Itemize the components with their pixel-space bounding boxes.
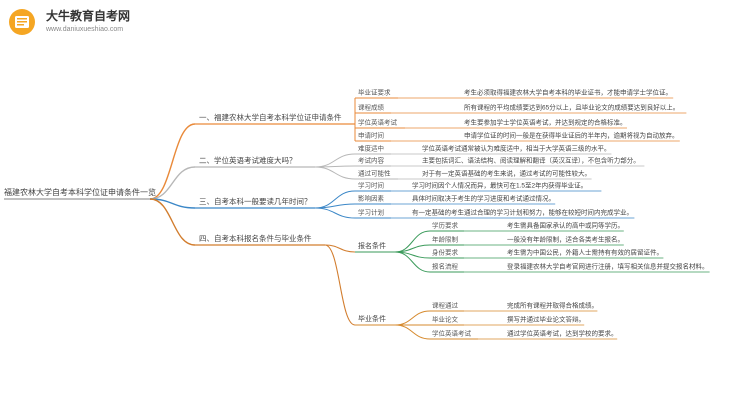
site-url[interactable]: www.daniuxueshiao.com (46, 26, 124, 33)
connector-line (314, 203, 356, 209)
leaf-note: 主要包括词汇、语法结构、阅读理解和翻译（英汉互译），不包含听力部分。 (422, 156, 640, 165)
leaf-label: 学习计划 (358, 208, 384, 217)
leaf-note: 撰写并通过毕业论文答辩。 (507, 315, 585, 324)
leaf-label: 课程成绩 (358, 103, 385, 112)
connector-line (394, 310, 431, 326)
branch-node: 三、自考本科一般要读几年时间？ (199, 196, 312, 206)
connector-line (324, 244, 356, 253)
branch-node: 四、自考本科报名条件与毕业条件 (199, 233, 312, 243)
sub-branch-node: 报名条件 (358, 241, 386, 250)
leaf-note: 考生必须取得福建农林大学自考本科的毕业证书，才能申请学士学位证。 (464, 88, 672, 97)
leaf-note: 完成所有课程并取得合格成绩。 (507, 301, 598, 310)
leaf-note: 申请学位证的时间一般是在获得毕业证后的半年内，逾期将视为自动放弃。 (464, 131, 679, 140)
leaf-note: 具体时间取决于考生的学习进度和考试通过情况。 (412, 194, 555, 203)
leaf-label: 毕业论文 (432, 315, 459, 324)
connector-line (314, 153, 356, 168)
connector-line (314, 207, 356, 219)
book-logo-icon (9, 9, 35, 35)
leaf-label: 身份要求 (432, 248, 459, 257)
connector-line (314, 190, 356, 209)
leaf-note: 通过学位英语考试，达到学校的要求。 (507, 329, 618, 338)
connector-line (149, 166, 196, 200)
leaf-note: 一般没有年龄限制，适合各类考生报名。 (507, 235, 624, 244)
site-name[interactable]: 大牛教育自考网 (46, 9, 131, 23)
connector-line (394, 324, 431, 340)
leaf-label: 考试内容 (358, 156, 385, 165)
leaf-label: 课程通过 (432, 301, 459, 310)
leaf-label: 毕业证要求 (358, 88, 391, 97)
connector-line (149, 198, 196, 246)
connector-line (394, 251, 431, 273)
leaf-note: 考生需为中国公民，外籍人士需持有有效的居留证件。 (507, 248, 663, 257)
leaf-label: 学位英语考试 (358, 118, 398, 127)
root-node: 福建农林大学自考本科学位证申请条件一览 (4, 187, 156, 197)
site-header: 大牛教育自考网 www.daniuxueshiao.com (0, 0, 750, 46)
leaf-label: 年龄限制 (432, 235, 459, 244)
leaf-label: 通过可能性 (358, 169, 391, 178)
leaf-label: 学习时间 (358, 181, 384, 190)
connector-line (314, 166, 356, 180)
leaf-note: 学习时间因个人情况而异，最快可在1.5至2年内获得毕业证。 (412, 181, 587, 190)
leaf-note: 考生需具备国家承认的高中或同等学历。 (507, 221, 624, 230)
leaf-note: 有一定基础的考生通过合理的学习计划和努力，能够在较短时间内完成学业。 (412, 208, 633, 217)
leaf-label: 报名流程 (432, 262, 459, 271)
leaf-note: 对于有一定英语基础的考生来说，通过考试的可能性较大。 (422, 169, 591, 178)
connector-line (149, 123, 196, 200)
leaf-note: 考生要参加学士学位英语考试，并达到规定的合格标准。 (464, 118, 627, 127)
leaf-note: 学位英语考试通常被认为难度适中，相当于大学英语三级的水平。 (422, 144, 611, 153)
leaf-label: 申请时间 (358, 131, 384, 140)
leaf-label: 学位英语考试 (432, 329, 472, 338)
leaf-note: 所有课程的平均成绩要达到65分以上，且毕业论文的成绩要达到良好以上。 (464, 103, 679, 112)
leaf-note: 登录福建农林大学自考官网进行注册，填写相关信息并提交报名材料。 (507, 262, 709, 271)
branch-node: 一、福建农林大学自考本科学位证申请条件 (199, 112, 342, 122)
branch-node: 二、学位英语考试难度大吗？ (199, 155, 297, 165)
leaf-label: 学历要求 (432, 221, 459, 230)
leaf-label: 难度适中 (358, 144, 384, 153)
leaf-label: 影响因素 (358, 194, 385, 203)
sub-branch-node: 毕业条件 (358, 314, 386, 323)
connector-line (324, 244, 356, 326)
